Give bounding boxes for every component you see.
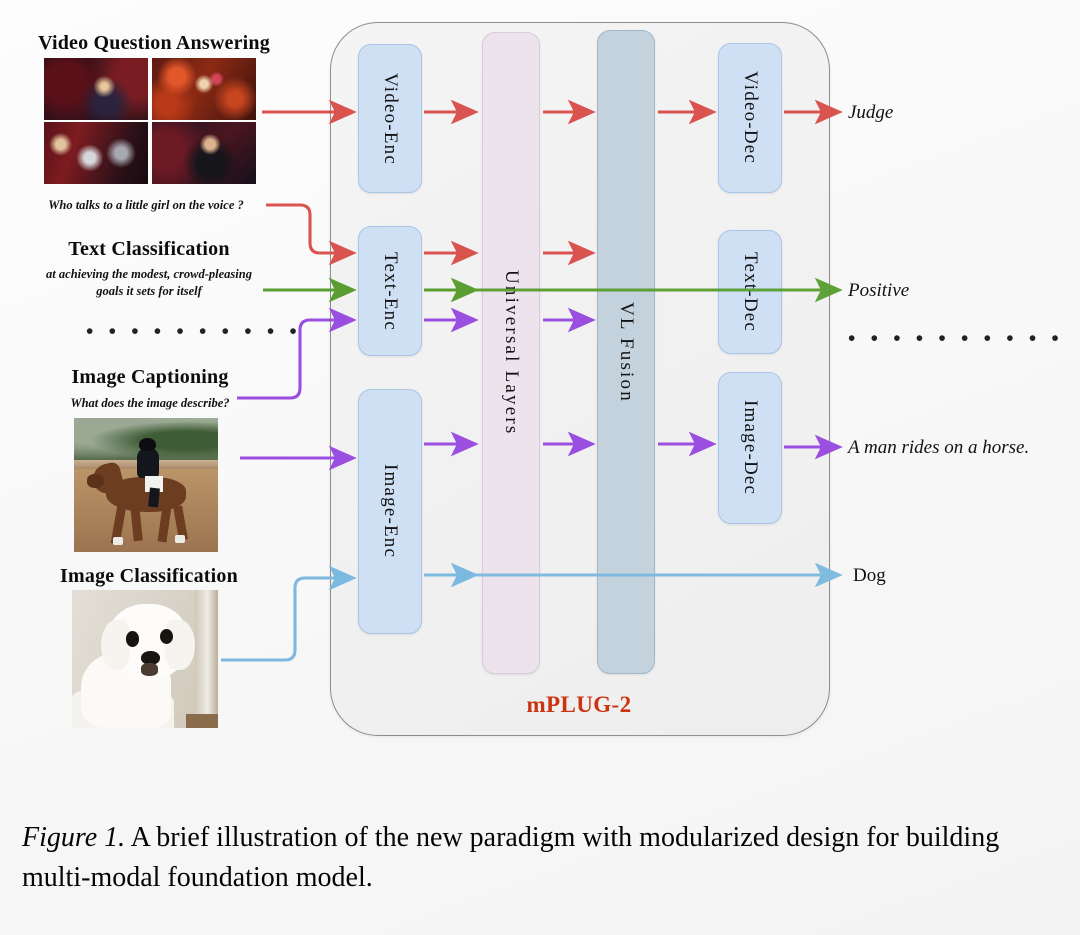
task-prompt-text-classification-line2: goals it sets for itself (96, 284, 202, 298)
task-title-image-captioning: Image Captioning (71, 366, 229, 388)
video-frame (44, 58, 148, 120)
module-text-enc[interactable]: Text-Enc (358, 226, 422, 356)
module-vl-fusion-label: VL Fusion (616, 301, 637, 403)
module-text-dec[interactable]: Text-Dec (718, 230, 782, 354)
photo-horse-rider (74, 418, 218, 552)
model-name-label: mPLUG-2 (526, 692, 632, 717)
output-dog: Dog (853, 565, 886, 586)
photo-dog (72, 590, 218, 728)
module-video-enc[interactable]: Video-Enc (358, 44, 422, 193)
diagram-stage: Video Question Answering Who talks to a … (38, 22, 1064, 736)
module-image-enc-label: Image-Enc (380, 464, 401, 559)
module-text-enc-label: Text-Enc (380, 251, 401, 331)
video-frame (152, 122, 256, 184)
ellipsis-right: • • • • • • • • • • (848, 326, 1064, 350)
figure-caption: Figure 1. A brief illustration of the ne… (22, 818, 1022, 898)
task-title-image-classification: Image Classification (60, 565, 238, 587)
task-prompt-text-classification-line1: at achieving the modest, crowd-pleasing (46, 267, 252, 281)
module-video-dec-label: Video-Dec (740, 71, 761, 165)
figure-caption-text: A brief illustration of the new paradigm… (22, 822, 1000, 893)
task-title-text-classification: Text Classification (68, 238, 230, 260)
module-video-enc-label: Video-Enc (380, 72, 401, 165)
module-image-dec-label: Image-Dec (740, 400, 761, 496)
module-image-enc[interactable]: Image-Enc (358, 389, 422, 634)
module-vl-fusion[interactable]: VL Fusion (597, 30, 655, 674)
video-frame (44, 122, 148, 184)
output-image-caption: A man rides on a horse. (848, 437, 1030, 458)
module-video-dec[interactable]: Video-Dec (718, 43, 782, 193)
output-judge: Judge (848, 102, 894, 123)
module-text-dec-label: Text-Dec (740, 251, 761, 332)
video-frame (152, 58, 256, 120)
output-positive: Positive (848, 280, 910, 301)
module-image-dec[interactable]: Image-Dec (718, 372, 782, 524)
module-universal-layers-label: Universal Layers (501, 270, 522, 436)
figure-label: Figure 1. (22, 822, 126, 853)
task-prompt-video-question-answering: Who talks to a little girl on the voice … (48, 198, 244, 212)
module-universal-layers[interactable]: Universal Layers (482, 32, 540, 674)
ellipsis-left: • • • • • • • • • • (86, 319, 302, 343)
task-title-video-question-answering: Video Question Answering (38, 32, 270, 54)
task-prompt-image-captioning: What does the image describe? (70, 396, 230, 410)
